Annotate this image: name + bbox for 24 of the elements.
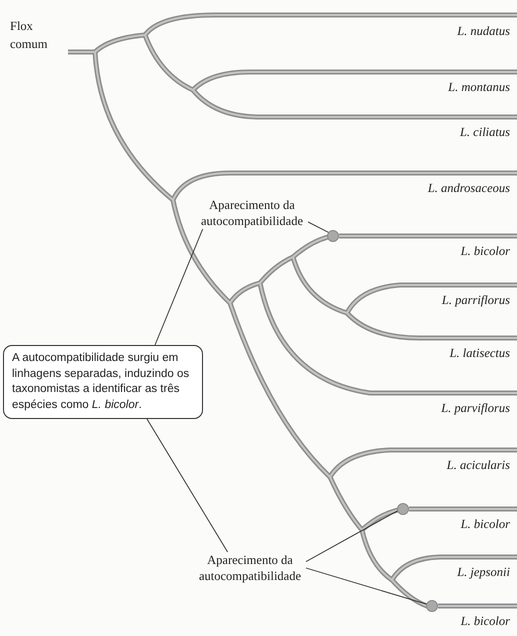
leader-line [146, 418, 228, 552]
leader-line [308, 222, 329, 233]
species-label: L. ciliatus [460, 125, 510, 139]
species-label: L. montanus [448, 80, 510, 94]
marker-dot [397, 503, 409, 515]
species-label: L. bicolor [460, 244, 510, 258]
species-label: L. parviflorus [441, 401, 510, 415]
species-label: L. latisectus [450, 346, 510, 360]
species-label: L. bicolor [460, 517, 510, 531]
species-label: L. androsaceous [428, 181, 510, 195]
root-label: Flox comum [10, 18, 48, 53]
species-label: L. acicularis [446, 458, 510, 472]
callout-label: Aparecimento da autocompatibilidade [196, 197, 308, 229]
species-label: L. nudatus [457, 24, 510, 38]
leader-line [306, 568, 428, 605]
marker-dot [327, 230, 339, 242]
species-label: L. bicolor [460, 614, 510, 628]
callout-box: A autocompatibilidade surgiu em linhagens separadas, induzindo os taxonomistas a identificar as três espécies como L. bicolor. [3, 345, 203, 419]
callout-label: Aparecimento da autocompatibilidade [194, 552, 306, 584]
species-label: L. jepsonii [457, 565, 510, 579]
species-label: L. parriflorus [442, 293, 510, 307]
leader-line [154, 228, 204, 346]
leader-line [306, 510, 398, 562]
marker-dot [426, 600, 438, 612]
